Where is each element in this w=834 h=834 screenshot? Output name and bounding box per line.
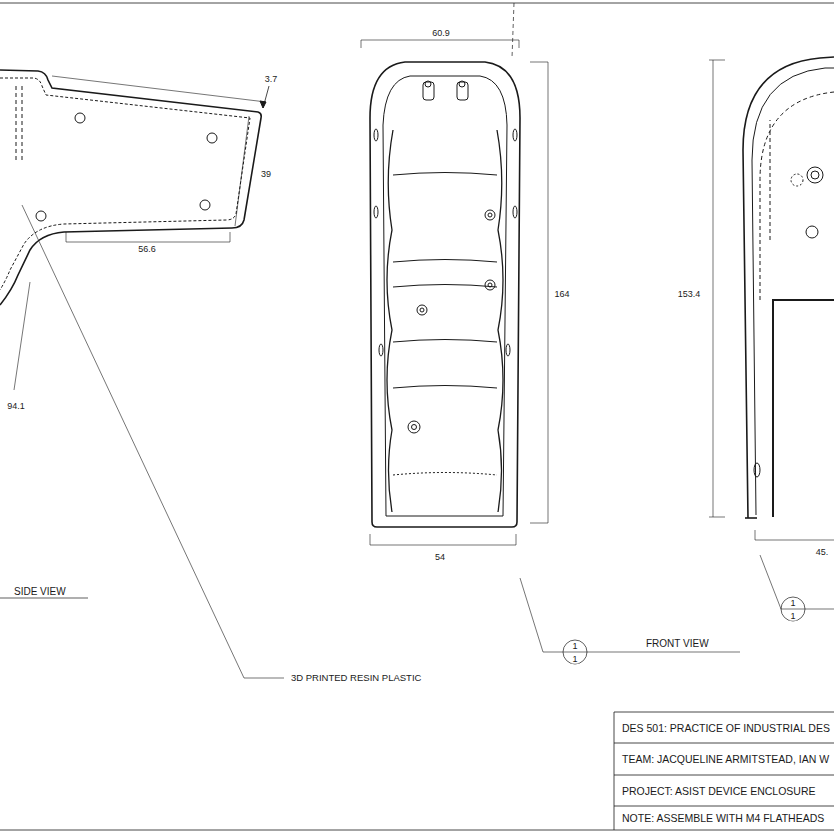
screw-hole	[488, 283, 492, 287]
view-label: SIDE VIEW	[13, 587, 67, 597]
screw-hole	[75, 113, 85, 123]
right-outline	[743, 57, 834, 518]
callout-divider	[781, 609, 805, 610]
right-outline	[745, 517, 757, 519]
slot	[374, 129, 378, 141]
hidden-line	[22, 86, 23, 160]
title-block	[614, 712, 834, 830]
dimension: 45.	[815, 548, 830, 557]
dimension-line	[370, 534, 516, 545]
front-outline	[370, 62, 520, 527]
dimension: 60.9	[431, 29, 451, 38]
rib	[497, 130, 503, 512]
slot	[513, 129, 517, 141]
view-underline	[805, 609, 834, 610]
title-cell: TEAM: JACQUELINE ARMITSTEAD, IAN W	[621, 754, 830, 765]
slot	[374, 206, 378, 218]
boss	[457, 82, 468, 100]
view-underline	[587, 652, 740, 653]
screw-hole	[417, 305, 427, 315]
boss	[791, 174, 803, 186]
boss-hole	[459, 81, 465, 87]
hidden-line	[760, 92, 834, 300]
hidden-line	[16, 86, 17, 160]
screw-hole	[806, 226, 818, 238]
dimension-line	[755, 530, 834, 540]
slot	[379, 344, 383, 356]
right-inner	[752, 68, 834, 515]
screw-hole	[408, 421, 420, 433]
rib	[387, 130, 393, 512]
leader-line	[520, 578, 563, 652]
title-cell: NOTE: ASSEMBLE WITH M4 FLATHEADS	[621, 813, 825, 824]
dimension: 54	[434, 553, 446, 562]
callout-number: 1	[789, 599, 796, 608]
screw-hole	[207, 133, 217, 143]
arrowhead	[260, 101, 266, 108]
view-underline	[0, 598, 88, 599]
dimension: 164	[553, 290, 570, 299]
shelf	[393, 285, 497, 288]
side-inner	[0, 78, 250, 290]
dimension-line	[235, 116, 249, 226]
leader-line	[22, 205, 284, 678]
boss	[807, 167, 823, 183]
screw-hole	[488, 213, 492, 217]
section-line	[512, 3, 514, 58]
screw-hole	[485, 210, 495, 220]
dimension-line	[14, 282, 30, 390]
dimension: 56.6	[137, 245, 157, 254]
shelf	[393, 340, 497, 343]
screw-hole	[200, 200, 210, 210]
shelf	[393, 260, 497, 263]
screw-hole	[412, 425, 417, 430]
shelf	[393, 386, 497, 389]
dimension: 39	[260, 170, 272, 179]
leader-line	[760, 555, 781, 609]
dimension-line	[709, 60, 725, 517]
material-note: 3D PRINTED RESIN PLASTIC	[290, 673, 422, 683]
boss-hole	[811, 171, 819, 179]
screw-hole	[485, 280, 495, 290]
callout-circle	[781, 597, 805, 621]
screw-hole	[36, 211, 46, 221]
screw-hole	[420, 308, 424, 312]
frame-line	[0, 3, 834, 4]
title-cell: DES 501: PRACTICE OF INDUSTRIAL DES	[621, 723, 831, 734]
frame-line	[0, 830, 834, 831]
slot	[754, 463, 760, 477]
shelf	[393, 473, 497, 476]
callout-number: 1	[571, 642, 578, 651]
dimension-line	[66, 232, 230, 242]
callout-number: 1	[571, 655, 578, 664]
extension-line	[52, 76, 266, 102]
dimension-line	[361, 40, 519, 48]
dimension: 153.4	[677, 290, 702, 299]
callout-number: 1	[789, 612, 796, 621]
boss	[423, 82, 434, 100]
callout-circle	[563, 640, 587, 664]
side-outline	[0, 70, 261, 305]
view-label: FRONT VIEW	[645, 639, 710, 649]
front-inner-wall	[383, 76, 507, 516]
title-cell: PROJECT: ASIST DEVICE ENCLOSURE	[621, 786, 817, 797]
boss-hole	[425, 81, 431, 87]
shelf	[393, 173, 497, 176]
opening-edge	[773, 300, 834, 517]
dimension: 94.1	[6, 402, 26, 411]
hidden-line	[770, 120, 771, 240]
slot	[506, 344, 510, 356]
dimension: 3.7	[264, 75, 279, 84]
callout-divider	[563, 652, 587, 653]
dimension-line	[530, 62, 548, 523]
slot	[513, 206, 517, 218]
